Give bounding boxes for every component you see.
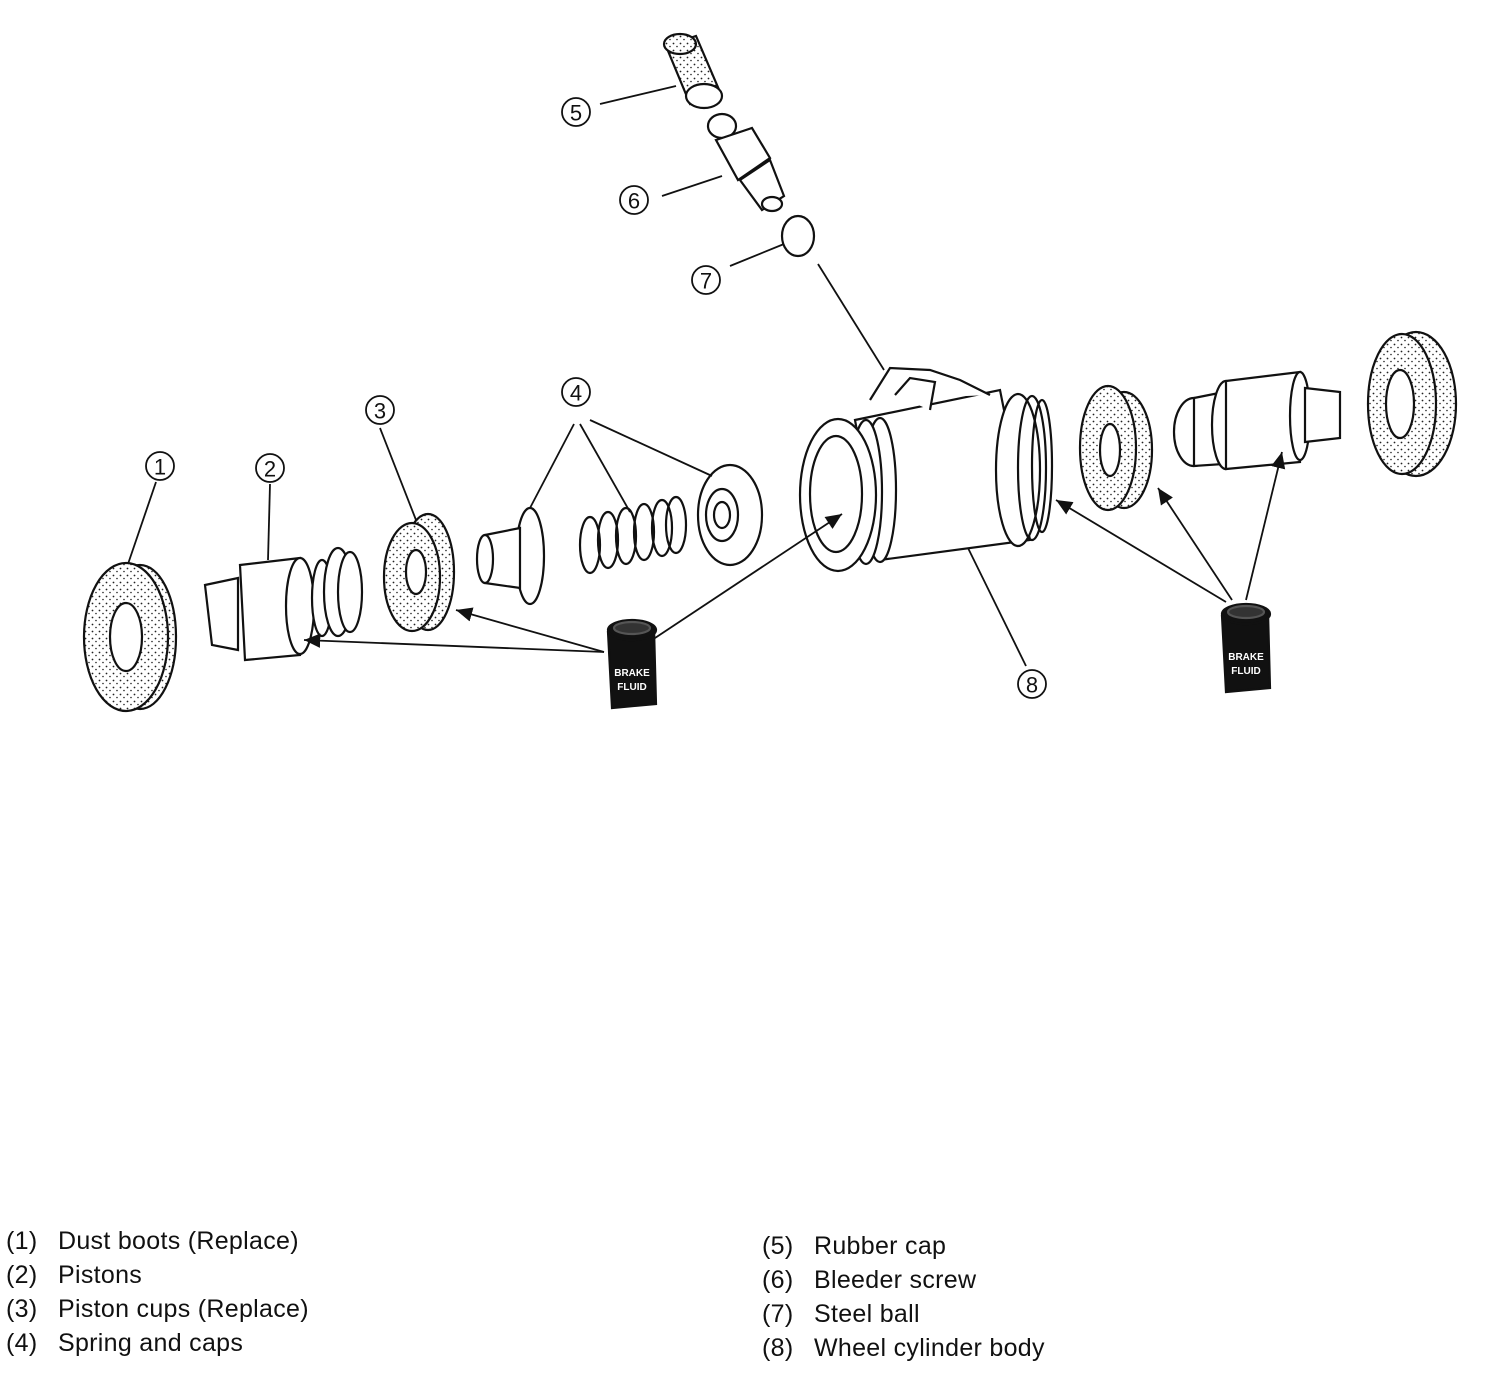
spring-and-caps-part	[475, 463, 764, 606]
legend-item: (4) Spring and caps	[6, 1326, 309, 1360]
legend-number: (5)	[762, 1232, 794, 1260]
callout-5: 5	[570, 101, 582, 126]
piston-cup-left-part	[382, 512, 456, 633]
callout-4: 4	[570, 381, 582, 406]
legend-number: (6)	[762, 1266, 794, 1294]
legend-item: (7) Steel ball	[762, 1297, 1045, 1331]
legend-item: (5) Rubber cap	[762, 1229, 1045, 1263]
callout-2: 2	[264, 457, 276, 482]
legend-text: Rubber cap	[814, 1232, 947, 1260]
callout-7: 7	[700, 269, 712, 294]
legend-item: (1) Dust boots (Replace)	[6, 1224, 309, 1258]
legend-text: Spring and caps	[58, 1329, 244, 1357]
legend-number: (3)	[6, 1295, 38, 1323]
legend-text: Pistons	[58, 1261, 143, 1289]
legend-item: (2) Pistons	[6, 1258, 309, 1292]
brake-fluid-label-right-2: FLUID	[1231, 666, 1260, 677]
legend-left: (1) Dust boots (Replace) (2) Pistons (3)…	[6, 1224, 309, 1360]
legend-number: (2)	[6, 1261, 38, 1289]
legend-number: (8)	[762, 1334, 794, 1362]
brake-fluid-can-right	[1220, 602, 1272, 694]
bleeder-screw-part	[706, 112, 786, 213]
brake-fluid-label-right-1: BRAKE	[1228, 652, 1264, 663]
callout-8: 8	[1026, 673, 1038, 698]
legend-number: (1)	[6, 1227, 38, 1255]
dust-boot-left-part	[82, 561, 178, 713]
legend-text: Dust boots (Replace)	[58, 1227, 299, 1255]
legend-item: (6) Bleeder screw	[762, 1263, 1045, 1297]
callout-3: 3	[374, 399, 386, 424]
legend-right: (5) Rubber cap (6) Bleeder screw (7) Ste…	[762, 1229, 1045, 1365]
legend-text: Wheel cylinder body	[814, 1334, 1045, 1362]
steel-ball-part	[780, 214, 816, 258]
legend-item: (8) Wheel cylinder body	[762, 1331, 1045, 1365]
brake-fluid-label-left-1: BRAKE	[614, 668, 650, 679]
brake-fluid-can-left	[606, 618, 658, 710]
brake-fluid-label-left-2: FLUID	[617, 682, 646, 693]
piston-cup-right-part	[1078, 384, 1154, 512]
dust-boot-right-part	[1366, 330, 1458, 478]
legend-number: (7)	[762, 1300, 794, 1328]
piston-right-part	[1172, 370, 1342, 471]
legend-number: (4)	[6, 1329, 38, 1357]
legend-text: Steel ball	[814, 1300, 920, 1328]
legend-item: (3) Piston cups (Replace)	[6, 1292, 309, 1326]
legend-text: Bleeder screw	[814, 1266, 977, 1294]
callout-1: 1	[154, 455, 166, 480]
wheel-cylinder-body-part	[798, 366, 1054, 573]
rubber-cap-part	[662, 32, 724, 110]
piston-left-part	[203, 546, 364, 662]
legend-text: Piston cups (Replace)	[58, 1295, 309, 1323]
callout-6: 6	[628, 189, 640, 214]
